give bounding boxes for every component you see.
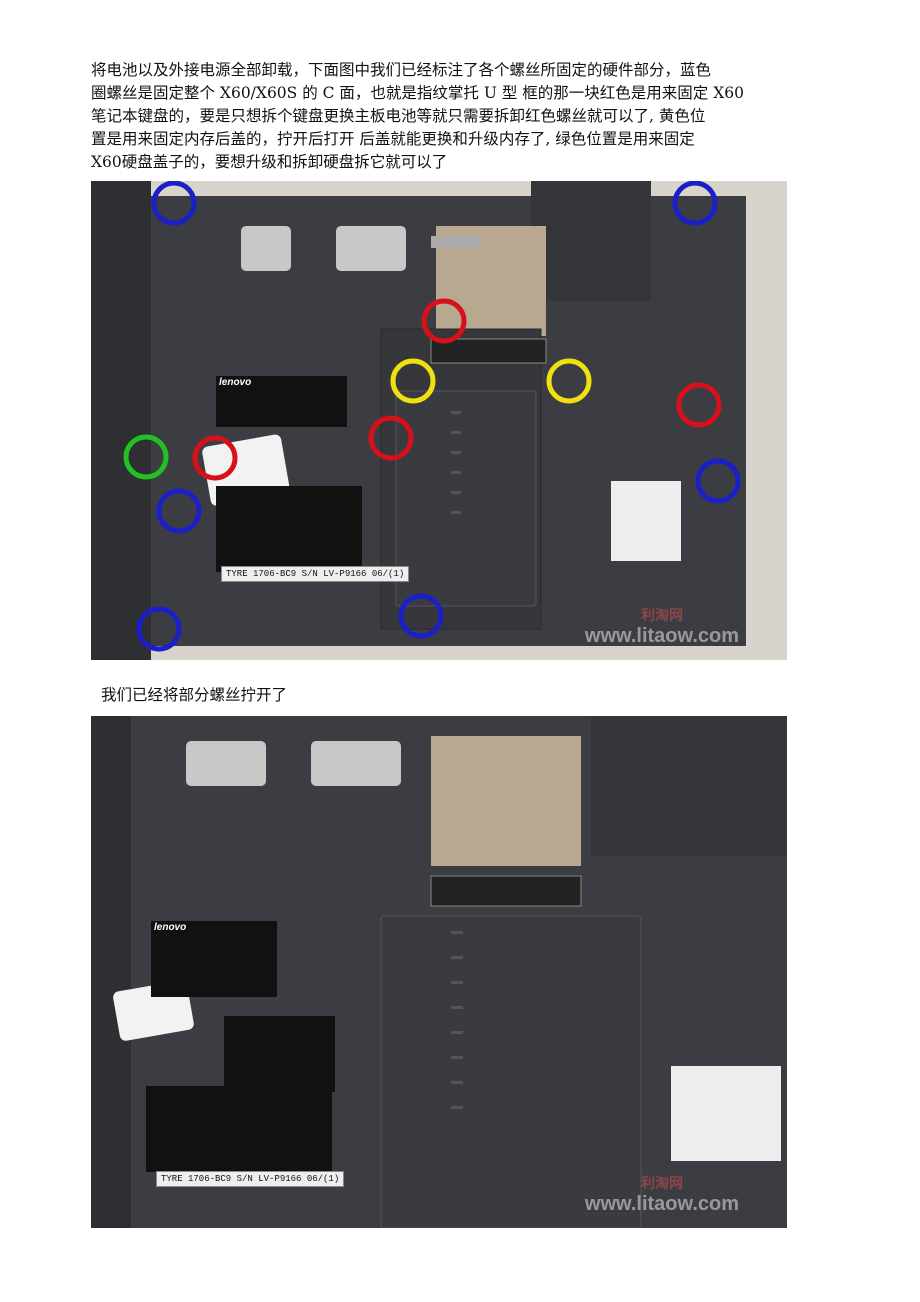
intro-line: 笔记本键盘的，要是只想拆个键盘更换主板电池等就只需要拆卸红色螺丝就可以了, 黄色…: [91, 107, 706, 125]
laptop-bottom-photo-opened: lenovo TYRE 1706-BC9 S/N LV-P9166 06/(1)…: [91, 716, 787, 1228]
intro-line: 圈螺丝是固定整个 X60/X60S 的 C 面，也就是指纹掌托 U 型 框的那一…: [91, 84, 744, 102]
lenovo-label: lenovo: [151, 921, 277, 997]
lenovo-label: lenovo: [216, 376, 347, 427]
intro-line: X60硬盘盖子的，要想升级和拆卸硬盘拆它就可以了: [91, 153, 448, 171]
serial-label: TYRE 1706-BC9 S/N LV-P9166 06/(1): [156, 1171, 345, 1187]
caption: 我们已经将部分螺丝拧开了: [101, 686, 288, 704]
regulatory-label: [224, 1016, 335, 1092]
intro-line: 将电池以及外接电源全部卸载，下面图中我们已经标注了各个螺丝所固定的硬件部分，蓝色: [91, 61, 712, 79]
regulatory-label: [216, 486, 362, 572]
laptop-bottom-photo-annotated: lenovo TYRE 1706-BC9 S/N LV-P9166 06/(1)…: [91, 181, 787, 660]
intro-paragraph: 将电池以及外接电源全部卸载，下面图中我们已经标注了各个螺丝所固定的硬件部分，蓝色…: [91, 59, 836, 174]
regulatory-label: [146, 1086, 332, 1172]
intro-line: 置是用来固定内存后盖的，拧开后打开 后盖就能更换和升级内存了, 绿色位置是用来固…: [91, 130, 695, 148]
serial-label: TYRE 1706-BC9 S/N LV-P9166 06/(1): [221, 566, 410, 582]
